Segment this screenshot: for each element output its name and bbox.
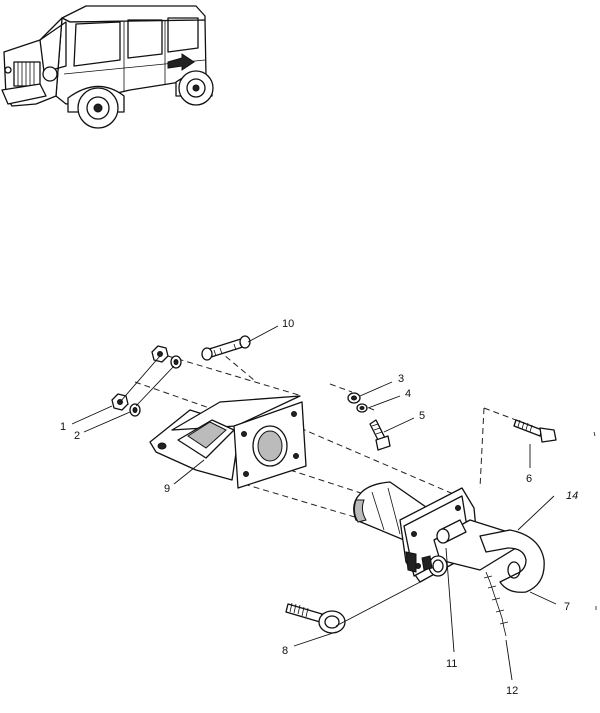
callout-14: 14 — [566, 490, 578, 502]
callout-8: 8 — [282, 645, 288, 657]
callout-4: 4 — [405, 388, 411, 400]
part-6-bolt — [513, 419, 557, 443]
callout-11: 11 — [446, 658, 457, 670]
nut-washer-bolt-right — [347, 392, 391, 451]
callout-10: 10 — [282, 318, 294, 330]
part-7-towing-hook — [353, 481, 545, 637]
callout-7: 7 — [564, 601, 570, 613]
part-8-eye-bolt — [285, 602, 346, 634]
callout-3: 3 — [398, 373, 404, 385]
leader-lines — [71, 325, 557, 681]
part-9-mounting-bracket — [149, 395, 307, 489]
callout-labels: 1 2 3 4 5 6 7 8 9 10 11 12 14 — [60, 318, 578, 697]
callout-6: 6 — [526, 473, 532, 485]
callout-2: 2 — [74, 430, 80, 442]
callout-1: 1 — [60, 421, 66, 433]
vehicle-location-illustration — [1, 5, 214, 129]
part-10-link-rod — [201, 335, 251, 361]
callout-12: 12 — [506, 685, 518, 697]
callout-5: 5 — [419, 410, 425, 422]
callout-9: 9 — [164, 483, 170, 495]
scan-marks — [593, 431, 597, 610]
